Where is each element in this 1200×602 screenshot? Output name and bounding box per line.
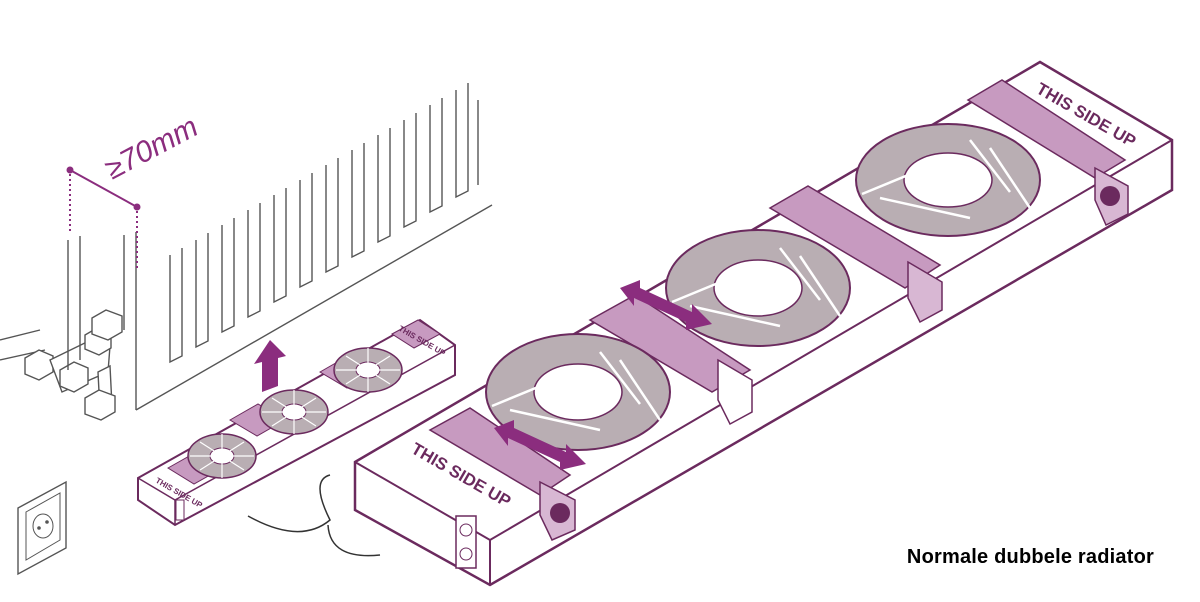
large-unit-power-port <box>455 515 477 569</box>
connector-strips <box>428 79 1127 496</box>
radiator-fins <box>169 83 479 364</box>
large-fan-unit: THIS SIDE UP THIS SIDE UP <box>353 60 1174 587</box>
power-socket-icon <box>17 480 67 576</box>
small-fan-unit: THIS SIDE UP THIS SIDE UP <box>137 318 456 557</box>
small-unit-power-port <box>175 499 185 521</box>
double-arrow-icon <box>620 280 712 330</box>
double-arrow-icon <box>494 420 586 470</box>
radiator <box>0 83 493 421</box>
power-cable <box>247 474 381 557</box>
up-arrow-icon <box>254 340 286 392</box>
radiator-valve <box>24 309 123 421</box>
diagram-caption: Normale dubbele radiator <box>906 546 1154 568</box>
clearance-dimension: ≥70mm <box>66 110 204 268</box>
fan-icon <box>333 347 403 393</box>
fan-icon <box>485 333 671 451</box>
fan-icon <box>855 123 1041 237</box>
clearance-label: ≥70mm <box>100 110 204 186</box>
fan-icon <box>665 229 851 347</box>
fan-icon <box>187 433 257 479</box>
fan-icon <box>259 389 329 435</box>
